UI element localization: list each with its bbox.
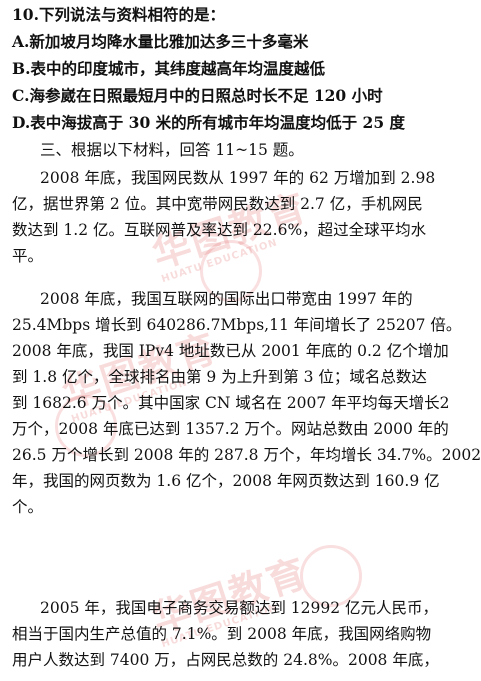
text-line: 亿，据世界第 2 位。其中宽带网民数达到 2.7 亿，手机网民	[12, 195, 423, 213]
text-line: 2008 年底，我国网民数从 1997 年的 62 万增加到 2.98	[40, 169, 436, 187]
option-c: C.海参崴在日照最短月中的日照总时长不足 120 小时	[12, 86, 383, 105]
text-line: 数达到 1.2 亿。互联网普及率达到 22.6%，超过全球平均水	[12, 221, 427, 239]
text-line: 平。	[12, 247, 44, 265]
section-heading: 三、根据以下材料，回答 11~15 题。	[40, 141, 304, 159]
text-line: 万个，2008 年底已达到 1357.2 万个。网站总数由 2000 年的	[12, 420, 449, 438]
text-line: 2005 年，我国电子商务交易额达到 12992 亿元人民币，	[40, 599, 439, 617]
text-line: 2008 年底，我国 IPv4 地址数已从 2001 年底的 0.2 亿个增加	[12, 342, 449, 360]
text-line: 相当于国内生产总值的 7.1%。到 2008 年底，我国网络购物	[12, 625, 432, 643]
question-title: 10.下列说法与资料相符的是：	[12, 5, 225, 24]
text-line: 用户人数达到 7400 万，占网民总数的 24.8%。2008 年底，	[12, 651, 439, 669]
option-b: B.表中的印度城市，其纬度越高年均温度越低	[12, 59, 325, 78]
text-line: 个。	[12, 498, 44, 516]
document-page: 华图教育 HUATU EDUCATION 华图教育 HUATU EDUCATIO…	[12, 5, 481, 669]
text-line: 2008 年底，我国互联网的国际出口带宽由 1997 年的	[40, 290, 413, 308]
text-line: 到 1682.6 万个。其中国家 CN 域名在 2007 年平均每天增长2	[12, 394, 450, 412]
text-line: 26.5 万个增长到 2008 年的 287.8 万个，年均增长 34.7%。2…	[12, 446, 481, 464]
text-line: 25.4Mbps 增长到 640286.7Mbps,11 年间增长了 25207…	[12, 316, 462, 334]
option-d: D.表中海拔高于 30 米的所有城市年均温度均低于 25 度	[12, 113, 406, 132]
text-line: 到 1.8 亿个，全球排名由第 9 为上升到第 3 位；域名总数达	[12, 368, 427, 386]
option-a: A.新加坡月均降水量比雅加达多三十多毫米	[12, 32, 309, 51]
text-line: 年，我国的网页数为 1.6 亿个，2008 年网页数达到 160.9 亿	[12, 472, 440, 490]
